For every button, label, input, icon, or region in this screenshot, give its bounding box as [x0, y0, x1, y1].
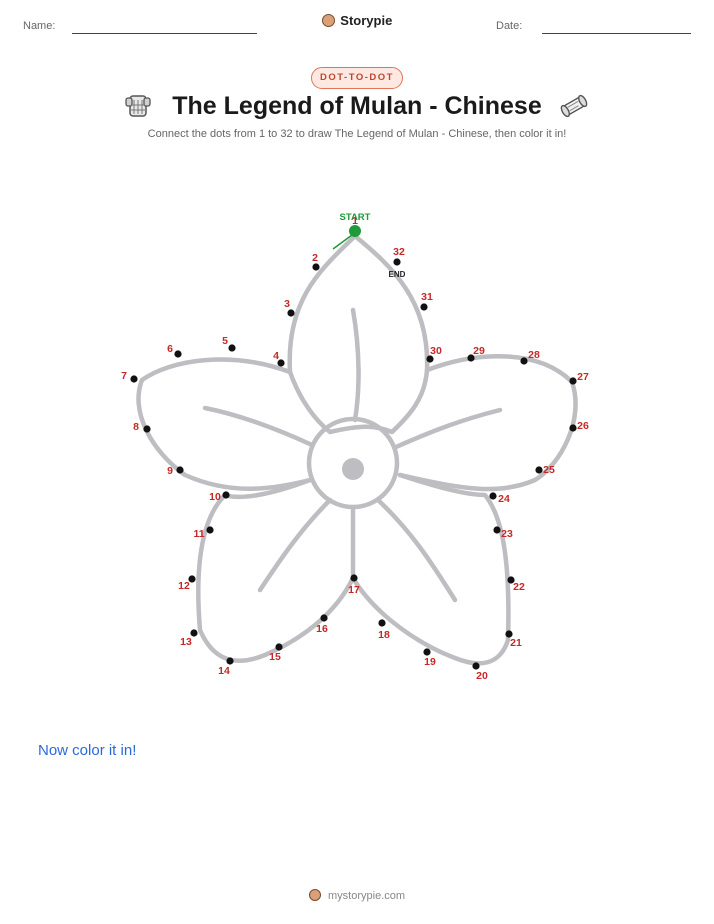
dot-label-17: 17 — [348, 584, 360, 596]
dot-to-dot-badge: DOT-TO-DOT — [311, 67, 403, 89]
color-it-in-note: Now color it in! — [38, 742, 137, 759]
dot-19[interactable] — [423, 648, 431, 656]
dot-label-15: 15 — [269, 651, 281, 663]
dot-label-19: 19 — [424, 656, 436, 668]
dot-label-13: 13 — [180, 636, 192, 648]
dot-label-22: 22 — [513, 581, 525, 593]
dot-group[interactable] — [130, 258, 577, 670]
dot-13[interactable] — [190, 629, 198, 637]
date-line[interactable] — [542, 33, 691, 34]
dot-label-7: 7 — [121, 370, 127, 382]
dot-16[interactable] — [320, 614, 328, 622]
dot-label-8: 8 — [133, 421, 139, 433]
dot-31[interactable] — [420, 303, 428, 311]
dot-label-27: 27 — [577, 371, 589, 383]
storypie-logo-icon — [321, 14, 335, 27]
dot-label-1: 1 — [352, 215, 358, 227]
dot-label-16: 16 — [316, 623, 328, 635]
storypie-logo-icon — [308, 889, 321, 901]
start-label: START — [340, 212, 371, 223]
dot-label-32: 32 — [393, 246, 405, 258]
flower-outline — [136, 233, 578, 666]
dot-label-26: 26 — [577, 420, 589, 432]
brand-name: Storypie — [340, 13, 393, 28]
dot-label-28: 28 — [528, 349, 540, 361]
dot-5[interactable] — [228, 344, 236, 352]
dot-11[interactable] — [206, 526, 214, 534]
dot-29[interactable] — [467, 354, 475, 362]
dot-label-4: 4 — [273, 350, 279, 362]
dot-17[interactable] — [350, 574, 358, 582]
dot-label-group: 1234567891011121314151617181920212223242… — [121, 215, 589, 682]
dot-label-23: 23 — [501, 528, 513, 540]
footer: mystorypie.com — [0, 889, 714, 902]
date-label: Date: — [496, 20, 523, 32]
dot-20[interactable] — [472, 662, 480, 670]
dot-18[interactable] — [378, 619, 386, 627]
dot-label-25: 25 — [543, 464, 555, 476]
dot-23[interactable] — [493, 526, 501, 534]
dot-32[interactable] — [393, 258, 401, 266]
dot-label-9: 9 — [167, 465, 173, 477]
end-label: END — [389, 270, 406, 279]
name-label: Name: — [23, 20, 56, 32]
dot-4[interactable] — [277, 359, 285, 367]
dot-label-3: 3 — [284, 298, 290, 310]
dot-14[interactable] — [226, 657, 234, 665]
dot-label-11: 11 — [193, 528, 204, 540]
dot-21[interactable] — [505, 630, 513, 638]
dot-label-14: 14 — [218, 665, 230, 677]
dot-label-20: 20 — [476, 670, 488, 682]
brand: Storypie — [0, 13, 714, 28]
dot-30[interactable] — [426, 355, 434, 363]
dot-label-24: 24 — [498, 493, 510, 505]
dot-25[interactable] — [535, 466, 543, 474]
dot-3[interactable] — [287, 309, 295, 317]
page-subtitle: Connect the dots from 1 to 32 to draw Th… — [147, 128, 567, 140]
dot-label-10: 10 — [209, 491, 221, 503]
dot-label-29: 29 — [473, 345, 485, 357]
dot-6[interactable] — [174, 350, 182, 358]
dot-22[interactable] — [507, 576, 515, 584]
dot-label-18: 18 — [378, 629, 390, 641]
dot-label-2: 2 — [312, 252, 318, 264]
dot-10[interactable] — [222, 491, 230, 499]
name-line[interactable] — [72, 33, 257, 34]
dot-label-5: 5 — [222, 335, 228, 347]
dot-8[interactable] — [143, 425, 151, 433]
dot-label-21: 21 — [510, 637, 522, 649]
footer-url[interactable]: mystorypie.com — [328, 890, 406, 902]
scroll-icon — [560, 94, 588, 118]
dot-label-30: 30 — [430, 345, 442, 357]
armor-icon — [125, 95, 151, 117]
dot-15[interactable] — [275, 643, 283, 651]
start-dot[interactable] — [349, 225, 361, 237]
dot-9[interactable] — [176, 466, 184, 474]
dot-27[interactable] — [569, 377, 577, 385]
dot-26[interactable] — [569, 424, 577, 432]
dot-label-31: 31 — [421, 291, 433, 303]
dot-24[interactable] — [489, 492, 497, 500]
dot-label-6: 6 — [167, 343, 173, 355]
page-title: The Legend of Mulan - Chinese — [172, 92, 542, 120]
dot-2[interactable] — [312, 263, 320, 271]
dot-7[interactable] — [130, 375, 138, 383]
start-arrow — [332, 234, 353, 250]
dot-label-12: 12 — [178, 580, 190, 592]
dot-12[interactable] — [188, 575, 196, 583]
dot-28[interactable] — [520, 357, 528, 365]
